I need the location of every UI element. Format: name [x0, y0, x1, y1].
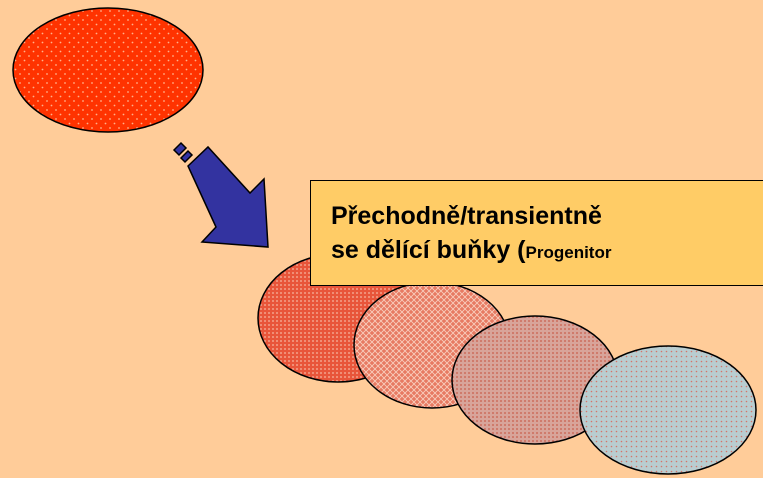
- label-line-2: se dělící buňky (Progenitor: [331, 233, 763, 270]
- label-line-2-small: Progenitor: [525, 243, 612, 262]
- label-line-1: Přechodně/transientně: [331, 202, 602, 230]
- arrow-head: [187, 145, 269, 248]
- arrow-tail-segment-1: [172, 141, 188, 157]
- arrow-tail-segment-2: [179, 149, 194, 164]
- label-line-2-main: se dělící buňky (: [331, 236, 526, 264]
- progenitor-cell-4: [579, 345, 757, 475]
- arrow-down-right-icon: [172, 141, 269, 248]
- progenitor-label-box: Přechodně/transientně se dělící buňky (P…: [310, 180, 763, 286]
- stem-cell: [12, 7, 204, 133]
